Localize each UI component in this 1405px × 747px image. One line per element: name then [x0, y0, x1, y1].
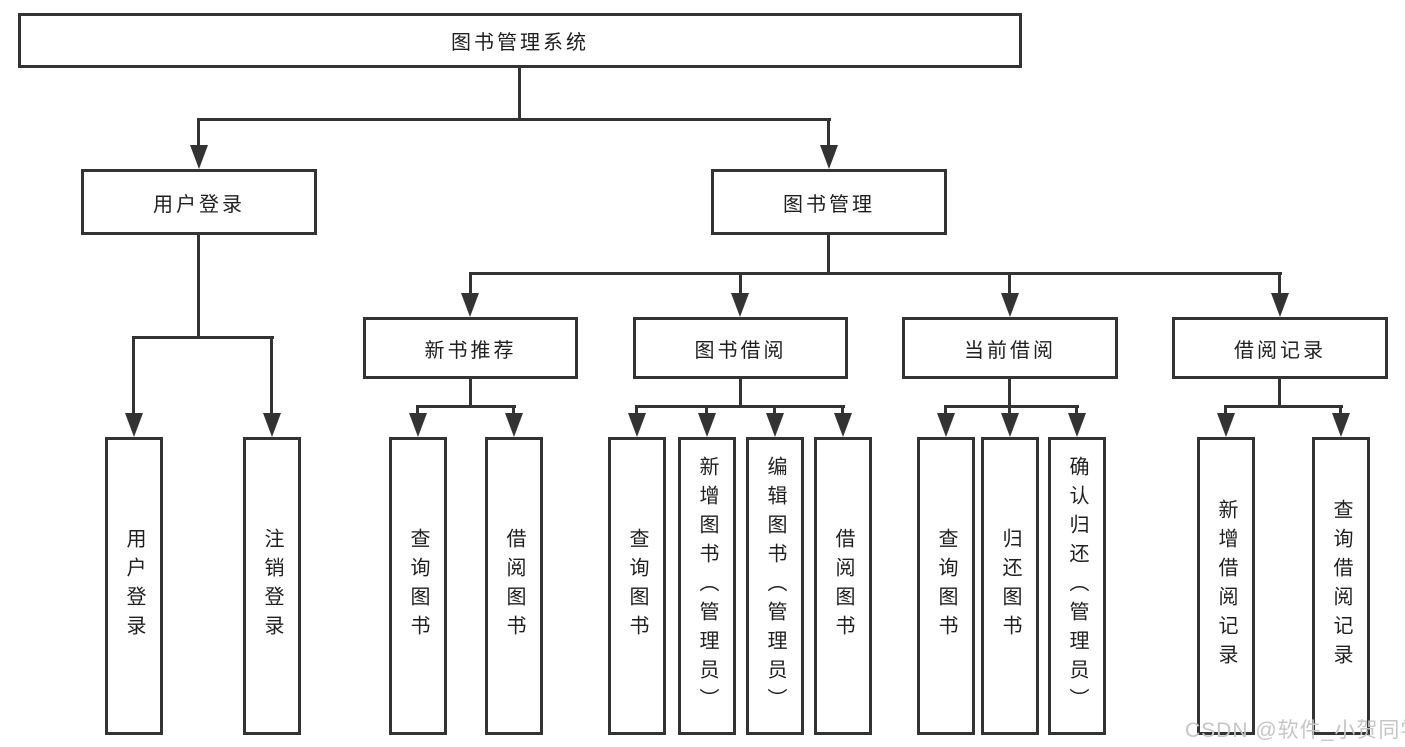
- arrow-down-icon: [1217, 413, 1235, 437]
- node-leaf-edit-book-admin: 编辑图书（管理员）: [746, 437, 804, 735]
- connector-line: [132, 336, 274, 339]
- node-label: 查询图书: [626, 528, 648, 644]
- connector-line: [1224, 405, 1343, 408]
- node-leaf-add-borrow-record: 新增借阅记录: [1197, 437, 1255, 735]
- connector-line: [1008, 379, 1011, 405]
- node-label: 借阅记录: [1234, 339, 1326, 362]
- arrow-down-icon: [820, 145, 838, 169]
- arrow-down-icon: [698, 413, 716, 437]
- connector-line: [416, 408, 419, 414]
- node-book-borrow: 图书借阅: [633, 317, 848, 379]
- connector-line: [705, 408, 708, 414]
- connector-line: [270, 339, 273, 413]
- node-label: 图书管理系统: [451, 32, 589, 54]
- arrow-down-icon: [1332, 413, 1350, 437]
- node-current-borrow: 当前借阅: [902, 317, 1118, 379]
- connector-line: [944, 405, 1079, 408]
- node-new-book-recommend: 新书推荐: [363, 317, 578, 379]
- connector-line: [1224, 408, 1227, 414]
- arrow-down-icon: [190, 145, 208, 169]
- node-label: 新书推荐: [424, 339, 517, 362]
- node-leaf-query-book-2: 查询图书: [608, 437, 666, 735]
- connector-line: [841, 408, 844, 414]
- arrow-down-icon: [1068, 413, 1086, 437]
- arrow-down-icon: [731, 293, 749, 317]
- node-leaf-return-book: 归还图书: [981, 437, 1039, 735]
- connector-line: [197, 118, 831, 121]
- node-leaf-confirm-return-admin: 确认归还（管理员）: [1048, 437, 1106, 735]
- node-label: 新增借阅记录: [1215, 499, 1237, 673]
- connector-line: [1008, 408, 1011, 414]
- node-leaf-borrow-book-2: 借阅图书: [814, 437, 872, 735]
- arrow-down-icon: [409, 413, 427, 437]
- connector-line: [1339, 408, 1342, 414]
- arrow-down-icon: [1001, 413, 1019, 437]
- connector-line: [512, 408, 515, 414]
- arrow-down-icon: [628, 413, 646, 437]
- connector-line: [1075, 408, 1078, 414]
- connector-line: [1278, 379, 1281, 405]
- node-label: 图书借阅: [694, 339, 787, 362]
- connector-line: [469, 379, 472, 405]
- connector-line: [469, 272, 1282, 275]
- connector-line: [635, 408, 638, 414]
- connector-line: [773, 408, 776, 414]
- node-label: 当前借阅: [964, 339, 1056, 362]
- connector-line: [635, 405, 845, 408]
- node-label: 查询图书: [407, 528, 429, 644]
- node-label: 图书管理: [783, 193, 875, 216]
- arrow-down-icon: [834, 413, 852, 437]
- node-leaf-user-login: 用户登录: [105, 437, 163, 735]
- node-leaf-query-book-3: 查询图书: [917, 437, 975, 735]
- node-user-login: 用户登录: [81, 169, 317, 235]
- node-leaf-add-book-admin: 新增图书（管理员）: [678, 437, 736, 735]
- node-library-management-system: 图书管理系统: [18, 13, 1022, 68]
- node-label: 用户登录: [123, 528, 145, 644]
- connector-line: [132, 339, 135, 413]
- connector-line: [739, 275, 742, 293]
- node-leaf-query-book-1: 查询图书: [389, 437, 447, 735]
- node-label: 归还图书: [999, 528, 1021, 644]
- node-leaf-query-borrow-record: 查询借阅记录: [1312, 437, 1370, 735]
- connector-line: [827, 235, 830, 272]
- arrow-down-icon: [766, 413, 784, 437]
- connector-line: [197, 121, 200, 146]
- arrow-down-icon: [505, 413, 523, 437]
- connector-line: [827, 121, 830, 146]
- arrow-down-icon: [937, 413, 955, 437]
- node-label: 编辑图书（管理员）: [764, 455, 786, 717]
- node-label: 查询图书: [935, 528, 957, 644]
- connector-line: [739, 379, 742, 405]
- connector-line: [944, 408, 947, 414]
- connector-line: [1008, 275, 1011, 293]
- connector-line: [197, 235, 200, 336]
- arrow-down-icon: [125, 413, 143, 437]
- node-leaf-borrow-book-1: 借阅图书: [485, 437, 543, 735]
- node-label: 查询借阅记录: [1330, 499, 1352, 673]
- node-borrow-record: 借阅记录: [1172, 317, 1388, 379]
- node-label: 确认归还（管理员）: [1066, 455, 1088, 717]
- connector-line: [518, 68, 521, 121]
- arrow-down-icon: [263, 413, 281, 437]
- node-label: 注销登录: [261, 528, 283, 644]
- node-label: 新增图书（管理员）: [696, 455, 718, 717]
- csdn-watermark: CSDN @软件_小贺同学: [1185, 719, 1405, 742]
- arrow-down-icon: [461, 293, 479, 317]
- arrow-down-icon: [1271, 293, 1289, 317]
- connector-line: [1278, 275, 1281, 293]
- connector-line: [416, 405, 516, 408]
- node-label: 用户登录: [153, 193, 245, 216]
- arrow-down-icon: [1001, 293, 1019, 317]
- node-label: 借阅图书: [832, 528, 854, 644]
- connector-line: [469, 275, 472, 293]
- node-book-management: 图书管理: [711, 169, 947, 235]
- node-leaf-logout: 注销登录: [243, 437, 301, 735]
- node-label: 借阅图书: [503, 528, 525, 644]
